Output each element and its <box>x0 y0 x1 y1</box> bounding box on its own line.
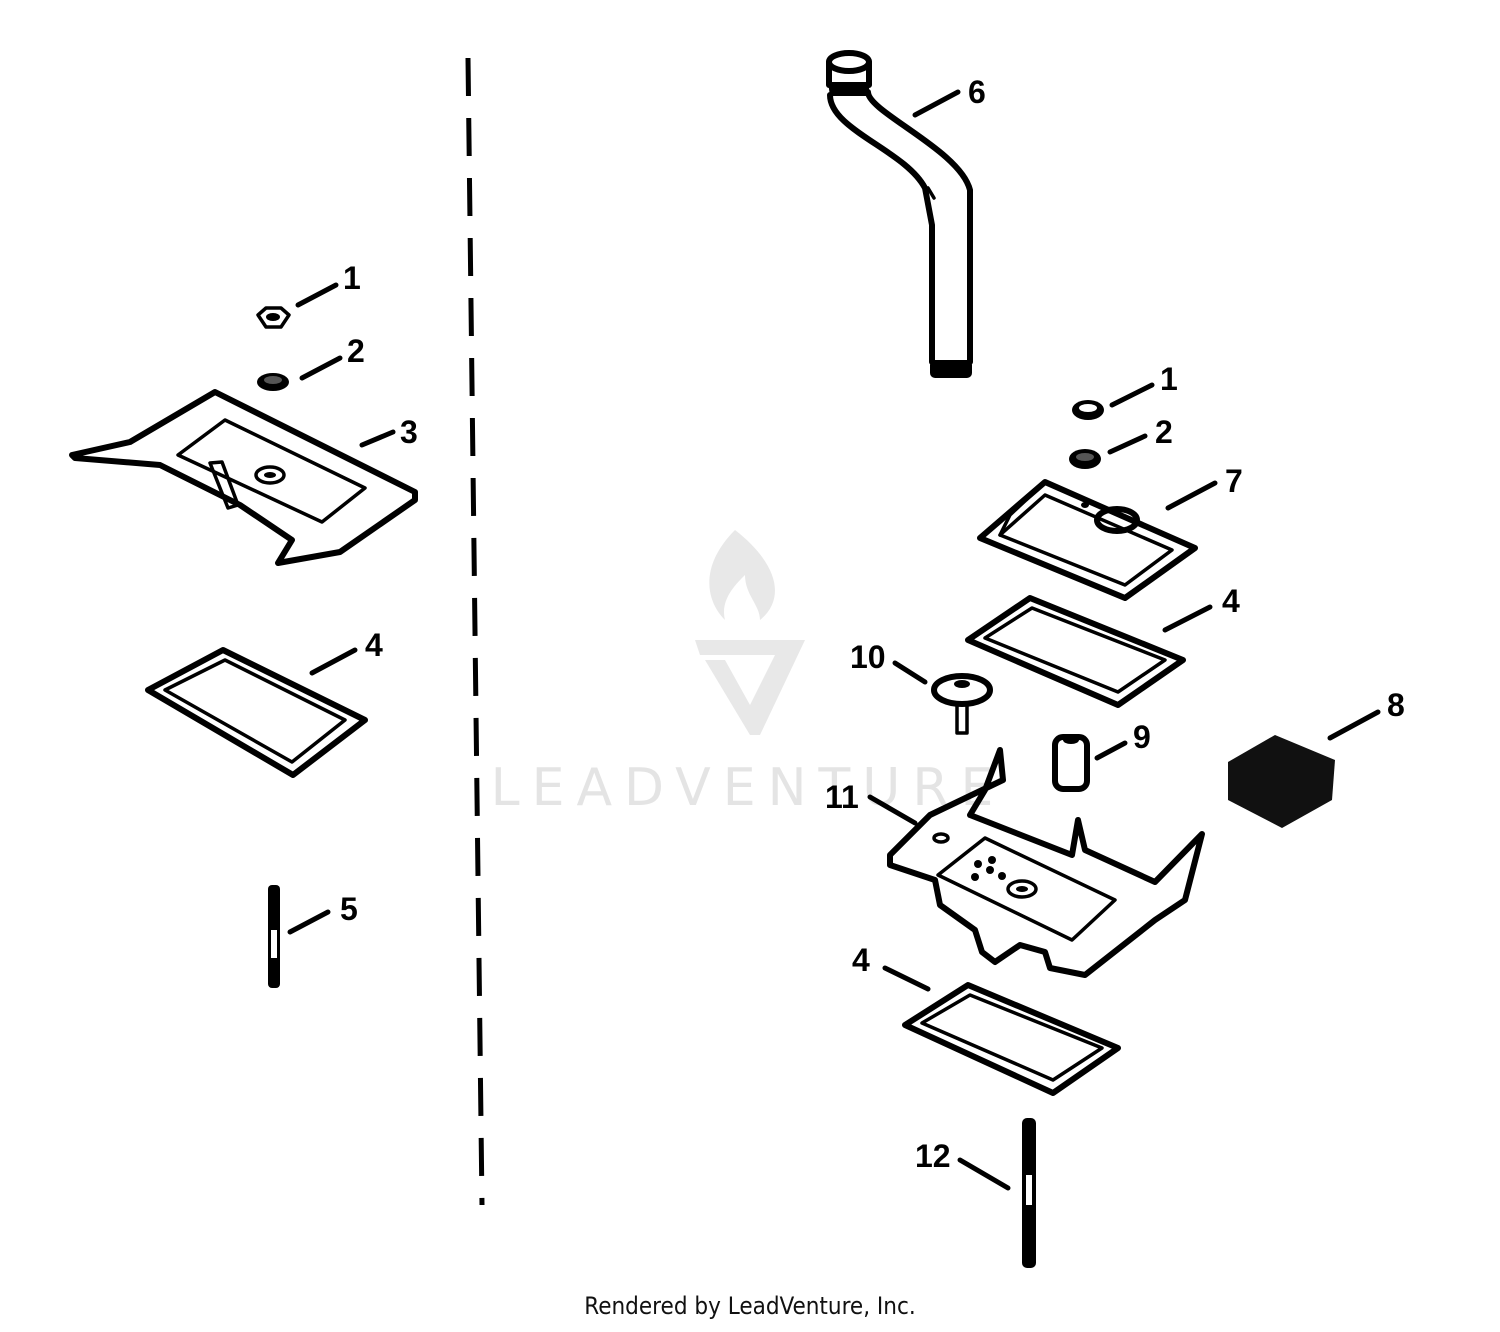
leader-right-4a <box>1162 604 1213 633</box>
left-stud <box>268 885 280 988</box>
callout-right-6: 6 <box>968 74 986 110</box>
callout-right-10: 10 <box>850 639 886 675</box>
leader-right-7 <box>1165 480 1218 511</box>
right-hex-nut <box>1072 400 1104 420</box>
left-hex-nut <box>256 306 291 329</box>
leader-right-6 <box>912 89 961 118</box>
leader-right-12 <box>957 1157 1011 1191</box>
leader-left-4 <box>309 647 358 676</box>
leadventure-watermark: LEADVENTURE <box>491 530 1006 818</box>
callout-right-2: 2 <box>1155 414 1173 450</box>
leader-right-11 <box>867 794 918 826</box>
spacer-9 <box>1052 734 1090 792</box>
right-washer <box>1069 449 1101 469</box>
leader-right-8 <box>1327 709 1381 741</box>
divider-dashed-line <box>465 57 485 1206</box>
callout-left-2: 2 <box>347 333 365 369</box>
leader-left-1 <box>295 282 339 308</box>
callout-right-12: 12 <box>915 1138 951 1174</box>
callout-left-4: 4 <box>365 627 383 663</box>
leader-left-2 <box>299 355 343 381</box>
reed-valve-10 <box>931 673 993 735</box>
leader-right-10 <box>892 660 928 685</box>
left-cover-plate <box>69 389 418 566</box>
footer-credit: Rendered by LeadVenture, Inc. <box>584 1292 916 1320</box>
callout-right-1: 1 <box>1160 361 1178 397</box>
callout-right-11: 11 <box>825 779 859 815</box>
leader-right-1 <box>1109 382 1155 408</box>
breather-cover <box>977 479 1198 601</box>
callout-right-8: 8 <box>1387 687 1405 723</box>
watermark-text: LEADVENTURE <box>491 758 1006 818</box>
flame-logo-icon <box>695 530 805 735</box>
breather-tube <box>826 50 973 378</box>
left-washer <box>257 373 289 391</box>
leader-left-5 <box>287 909 331 935</box>
callout-left-5: 5 <box>340 891 358 927</box>
upper-gasket <box>965 595 1186 708</box>
callout-right-4a: 4 <box>1222 583 1240 619</box>
leader-right-4b <box>882 965 931 992</box>
breather-housing <box>887 747 1205 978</box>
callout-left-3: 3 <box>400 414 418 450</box>
callout-right-7: 7 <box>1225 463 1243 499</box>
leader-right-9 <box>1094 740 1128 761</box>
callout-right-4b: 4 <box>852 942 870 978</box>
leader-left-3 <box>359 429 396 448</box>
callout-right-9: 9 <box>1133 719 1151 755</box>
lower-gasket <box>902 982 1121 1096</box>
left-gasket <box>145 647 368 778</box>
callout-left-1: 1 <box>343 260 361 296</box>
filter-element-8 <box>1228 735 1335 828</box>
leader-right-2 <box>1107 433 1148 455</box>
right-stud-12 <box>1022 1118 1036 1268</box>
